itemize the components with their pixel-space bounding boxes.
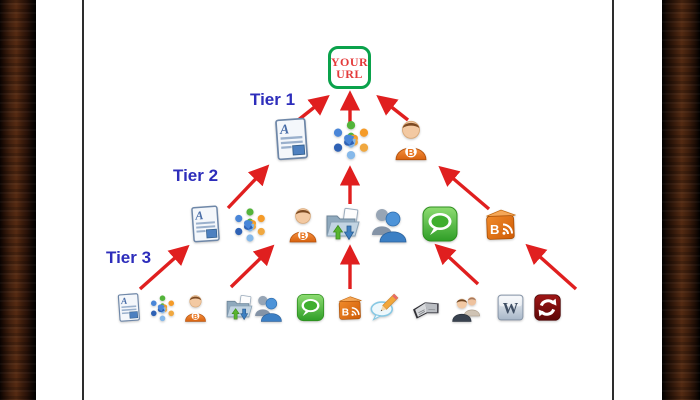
messenger-buddies-icon [252,292,283,323]
link-arrow [525,243,578,291]
left-wood-border [0,0,36,400]
messenger-buddies-icon [368,204,408,244]
green-chat-icon [420,204,460,244]
folder-share-icon [323,204,363,244]
link-arrow [438,165,491,211]
blogger-profile-icon: B [388,116,434,162]
svg-text:B: B [342,307,349,318]
svg-text:B: B [300,231,307,241]
svg-text:B: B [193,314,198,321]
open-book-icon [411,292,442,323]
svg-text:B: B [490,222,499,237]
link-arrow [226,164,270,210]
folder-share-icon [224,292,255,323]
wiki-icon: W [495,292,526,323]
link-arrow [434,243,480,286]
blogger-profile-icon: B [180,292,211,323]
article-icon: A [113,292,144,323]
your-url-line2: URL [336,66,363,81]
link-arrow [229,244,275,289]
right-frame-line [612,0,614,400]
sync-icon [532,292,563,323]
your-url-box: YOUR URL [328,46,371,89]
tier-1-label: Tier 1 [250,90,296,109]
your-url-line1: YOUR [330,54,369,69]
tier-2-label: Tier 2 [173,166,219,185]
comment-pencil-icon [369,292,400,323]
svg-text:A: A [194,208,204,223]
social-circle-icon [147,292,178,323]
green-chat-icon [295,292,326,323]
blogger-cube-icon: B [480,204,520,244]
svg-text:A: A [278,121,289,137]
svg-text:B: B [407,148,414,159]
article-icon: A [268,116,314,162]
article-icon: A [185,204,225,244]
blogger-cube-icon: B [334,292,365,323]
svg-text:W: W [503,301,519,318]
social-circle-icon [230,204,270,244]
blogger-profile-icon: B [283,204,323,244]
social-circle-icon [328,116,374,162]
tier-3-label: Tier 3 [106,248,152,267]
svg-text:A: A [120,297,128,307]
right-wood-border [662,0,700,400]
left-frame-line [82,0,84,400]
forum-members-icon [451,292,482,323]
